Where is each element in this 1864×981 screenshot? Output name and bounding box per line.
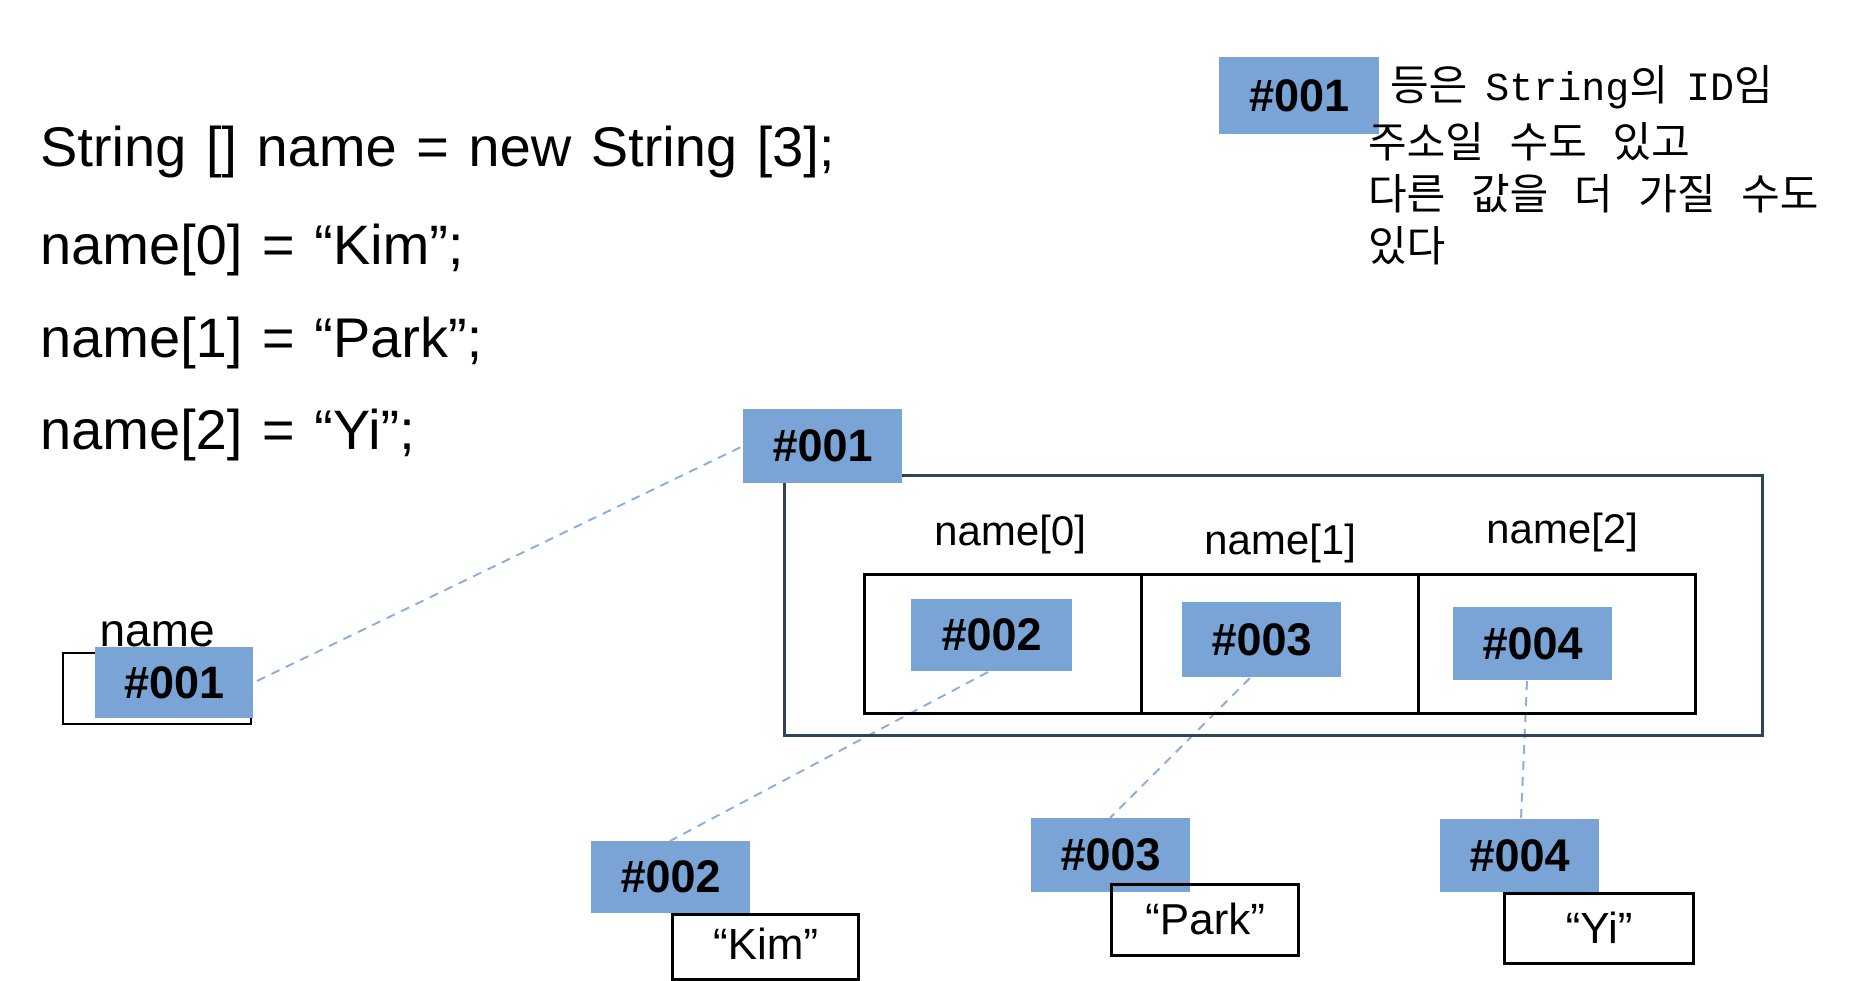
variable-ref-tag: #001 <box>95 647 253 718</box>
note-line-3: 다른 값을 더 가질 수도 <box>1368 171 1819 218</box>
string-object-ref-tag-0: #002 <box>591 841 750 913</box>
code-line-declaration: String [] name = new String [3]; <box>40 115 835 178</box>
cell-ref-tag-1: #003 <box>1182 602 1341 677</box>
string-object-value-2: “Yi” <box>1565 903 1633 953</box>
note-text: 등은 String의 ID임 주소일 수도 있고 다른 값을 더 가질 수도 있다 <box>1368 60 1864 273</box>
dashed-connector-cell2-to-obj2 <box>1520 680 1528 820</box>
note-line-1: 등은 String의 ID임 <box>1368 60 1864 117</box>
cell-ref-tag-2: #004 <box>1453 607 1612 680</box>
string-object-value-0: “Kim” <box>712 919 819 969</box>
note-line1-code-id: ID <box>1685 68 1734 113</box>
note-line-2: 주소일 수도 있고 <box>1368 119 1690 166</box>
string-object-ref-tag-2: #004 <box>1440 819 1599 892</box>
array-object-box <box>783 474 1764 737</box>
note-line-4: 있다 <box>1368 223 1446 270</box>
note-line1-korean-3: 임 <box>1733 62 1773 109</box>
array-cells-row <box>863 573 1697 715</box>
note-ref-tag: #001 <box>1219 57 1379 134</box>
string-object-value-1: “Park” <box>1145 895 1265 944</box>
cell-divider <box>1417 576 1420 712</box>
note-line1-code-string: String <box>1485 68 1630 113</box>
string-object-box-1 <box>1110 883 1300 957</box>
dashed-connector-cell0-to-obj0 <box>669 671 989 842</box>
note-line1-korean-2: 의 <box>1629 62 1668 109</box>
cell-label-1: name[1] <box>1204 516 1356 563</box>
note-line1-korean-1: 등은 <box>1390 62 1468 109</box>
code-line-assign-2: name[2] = “Yi”; <box>40 398 415 461</box>
cell-label-0: name[0] <box>934 507 1086 554</box>
cell-label-2: name[2] <box>1486 505 1638 552</box>
cell-divider <box>1140 576 1143 712</box>
dashed-connector-cell1-to-obj1 <box>1109 677 1251 819</box>
code-line-assign-1: name[1] = “Park”; <box>40 306 483 369</box>
string-object-box-2 <box>1503 892 1695 965</box>
code-line-assign-0: name[0] = “Kim”; <box>40 213 464 276</box>
dashed-connector-stack-to-array <box>256 446 742 682</box>
string-object-ref-tag-1: #003 <box>1031 818 1190 892</box>
array-ref-tag: #001 <box>743 409 902 483</box>
cell-ref-tag-0: #002 <box>911 599 1072 671</box>
